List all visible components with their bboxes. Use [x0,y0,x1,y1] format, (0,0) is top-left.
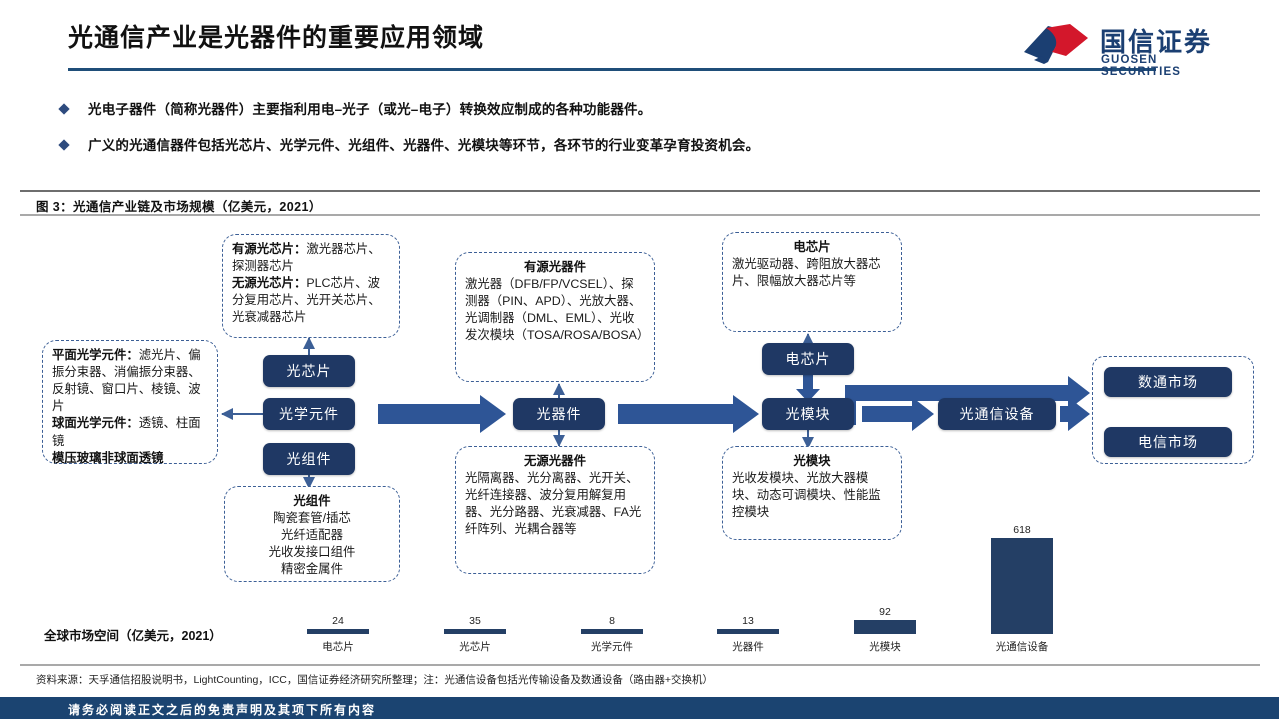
bar-value-label: 35 [469,615,481,627]
info-box-optical-element: 平面光学元件：滤光片、偏振分束器、消偏振分束器、反射镜、窗口片、棱镜、波片 球面… [42,340,218,465]
node-optical-module[interactable]: 光模块 [762,398,854,430]
passive-device-body: 光隔离器、光分离器、光开关、光纤连接器、波分复用解复用器、光分路器、光衰减器、F… [465,471,642,537]
bar-rect [581,629,643,634]
brand-logo: 国信证券 GUOSEN SECURITIES [1022,18,1232,78]
figure-top-rule [20,190,1260,192]
node-optical-device[interactable]: 光器件 [513,398,605,430]
figure-source-note: 资料来源：天孚通信招股说明书，LightCounting，ICC，国信证券经济研… [36,674,714,686]
figure-caption-rule [20,214,1260,216]
logo-text-en: GUOSEN SECURITIES [1101,54,1182,78]
bar-column: 35 [425,615,525,634]
bar-column: 13 [698,615,798,634]
figure-bottom-rule [20,664,1260,666]
info-box-optical-chip: 有源光芯片：激光器芯片、探测器芯片 无源光芯片：PLC芯片、波分复用芯片、光开关… [222,234,400,338]
bar-category-label: 光模块 [869,641,901,653]
bar-category-label: 光器件 [732,641,764,653]
title-underline [68,68,1156,71]
info-box-passive-device: 无源光器件 光隔离器、光分离器、光开关、光纤连接器、波分复用解复用器、光分路器、… [455,446,655,574]
spherical-optics-body: 透镜、柱面镜 [52,416,201,448]
assembly-line-4: 精密金属件 [281,562,343,577]
bar-value-label: 13 [742,615,754,627]
bar-value-label: 24 [332,615,344,627]
bar-column: 92 [835,606,935,634]
bar-column: 8 [562,615,662,634]
optical-chip-active-heading: 有源光芯片： [232,242,307,256]
info-box-market-group [1092,356,1254,464]
bar-category-label: 电芯片 [322,641,354,653]
footer-disclaimer: 请务必阅读正文之后的免责声明及其项下所有内容 [68,703,377,717]
node-datacom-market[interactable]: 数通市场 [1104,367,1232,397]
optical-chip-passive-body: PLC芯片、波分复用芯片、光开关芯片、光衰减器芯片 [232,276,381,325]
electric-chip-body: 激光驱动器、跨阻放大器芯片、限幅放大器芯片等 [732,257,881,289]
spherical-optics-heading: 球面光学元件： [52,416,139,431]
bar-column: 618 [972,524,1072,634]
info-box-electric-chip: 电芯片 激光驱动器、跨阻放大器芯片、限幅放大器芯片等 [722,232,902,332]
bar-rect [444,629,506,634]
node-telecom-market[interactable]: 电信市场 [1104,427,1232,457]
aspheric-lens-heading: 模压玻璃非球面透镜 [52,450,164,465]
bar-category-label: 光通信设备 [995,641,1049,653]
assembly-line-1: 陶瓷套管/插芯 [273,511,351,526]
module-title: 光模块 [793,454,831,468]
node-optical-chip[interactable]: 光芯片 [263,355,355,387]
info-box-optical-assembly: 光组件 陶瓷套管/插芯 光纤适配器 光收发接口组件 精密金属件 [224,486,400,582]
bar-rect [991,538,1053,634]
page-title: 光通信产业是光器件的重要应用领域 [68,24,485,52]
bar-category-label: 光芯片 [459,641,491,653]
bar-rect [717,629,779,634]
market-size-bar-chart: 24 电芯片 35 光芯片 8 光学元件 13 光器件 92 光模块 618 光通信设备 [270,524,1090,660]
bar-value-label: 618 [1013,524,1031,536]
active-device-title: 有源光器件 [524,260,586,274]
planar-optics-body: 滤光片、偏振分束器、消偏振分束器、反射镜、窗口片、棱镜、波片 [52,348,201,414]
chart-title: 全球市场空间（亿美元，2021） [44,629,222,643]
bar-rect [307,629,369,634]
electric-chip-title: 电芯片 [793,240,831,254]
passive-device-title: 无源光器件 [524,454,586,468]
bullet-item-1: 光电子器件（简称光器件）主要指利用电–光子（或光–电子）转换效应制成的各种功能器… [58,98,652,118]
logo-text-cn: 国信证券 [1100,27,1213,57]
bar-value-label: 92 [879,606,891,618]
info-box-optical-module: 光模块 光收发模块、光放大器模块、动态可调模块、性能监控模块 [722,446,902,540]
optical-chip-active-body: 激光器芯片、探测器芯片 [232,242,381,274]
bullet-text-2: 广义的光通信器件包括光芯片、光学元件、光组件、光器件、光模块等环节，各环节的行业… [88,138,760,153]
info-box-active-device: 有源光器件 激光器（DFB/FP/VCSEL）、探测器（PIN、APD）、光放大… [455,252,655,382]
bar-column: 24 [288,615,388,634]
optical-chip-passive-heading: 无源光芯片： [232,276,307,291]
node-optical-comm-equipment[interactable]: 光通信设备 [938,398,1056,430]
active-device-body: 激光器（DFB/FP/VCSEL）、探测器（PIN、APD）、光放大器、光调制器… [465,277,650,343]
node-electric-chip[interactable]: 电芯片 [762,343,854,375]
figure-caption: 图 3：光通信产业链及市场规模（亿美元，2021） [36,200,322,214]
node-optical-assembly[interactable]: 光组件 [263,443,355,475]
guosen-logo-icon [1024,24,1088,64]
assembly-title: 光组件 [293,494,331,508]
bullet-text-1: 光电子器件（简称光器件）主要指利用电–光子（或光–电子）转换效应制成的各种功能器… [88,102,652,117]
bar-rect [854,620,916,634]
bar-category-label: 光学元件 [591,641,633,653]
footer-bar [0,697,1279,719]
planar-optics-heading: 平面光学元件： [52,348,139,362]
module-body: 光收发模块、光放大器模块、动态可调模块、性能监控模块 [732,471,881,520]
assembly-line-3: 光收发接口组件 [268,545,356,560]
assembly-line-2: 光纤适配器 [281,528,343,543]
node-optical-element[interactable]: 光学元件 [263,398,355,430]
bar-value-label: 8 [609,615,615,627]
bullet-item-2: 广义的光通信器件包括光芯片、光学元件、光组件、光器件、光模块等环节，各环节的行业… [58,134,760,154]
